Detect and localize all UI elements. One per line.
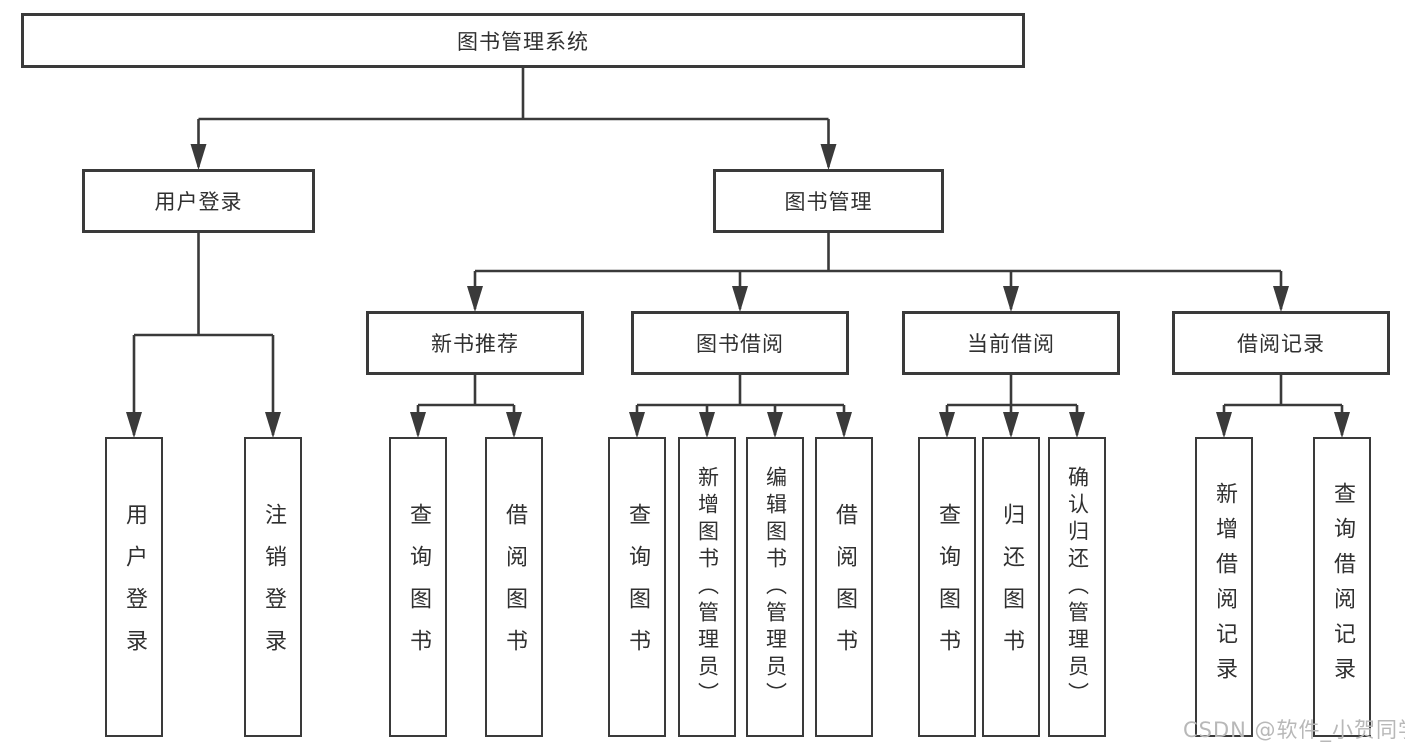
leaf-label: 新增图书（管理员） bbox=[695, 465, 720, 709]
leaf-return-books: 归还图书 bbox=[982, 437, 1040, 737]
leaf-label: 确认归还（管理员） bbox=[1065, 465, 1090, 709]
arrow-book-borrow bbox=[732, 286, 748, 312]
node-label: 借阅记录 bbox=[1237, 332, 1325, 356]
node-label: 新书推荐 bbox=[431, 332, 519, 356]
leaf-query-books-current: 查询图书 bbox=[918, 437, 976, 737]
leaf-label: 新增借阅记录 bbox=[1212, 482, 1237, 692]
node-borrowing-records: 借阅记录 bbox=[1172, 311, 1390, 375]
node-library-management-system: 图书管理系统 bbox=[21, 13, 1025, 68]
leaf-add-borrow-record: 新增借阅记录 bbox=[1195, 437, 1253, 737]
node-label: 图书管理系统 bbox=[457, 29, 589, 54]
leaf-query-borrow-record: 查询借阅记录 bbox=[1313, 437, 1371, 737]
arrow-nb2 bbox=[506, 412, 522, 438]
arrow-cur-borrow bbox=[1003, 286, 1019, 312]
leaf-add-books-admin: 新增图书（管理员） bbox=[678, 437, 736, 737]
arrow-bw1 bbox=[629, 412, 645, 438]
node-book-borrowing: 图书借阅 bbox=[631, 311, 849, 375]
arrowheads bbox=[126, 144, 1350, 438]
arrow-cb2 bbox=[1003, 412, 1019, 438]
leaf-borrow-books: 借阅图书 bbox=[815, 437, 873, 737]
node-book-management-module: 图书管理 bbox=[713, 169, 944, 233]
arrow-rc2 bbox=[1334, 412, 1350, 438]
leaf-edit-books-admin: 编辑图书（管理员） bbox=[746, 437, 804, 737]
node-label: 当前借阅 bbox=[967, 332, 1055, 356]
arrow-nb1 bbox=[410, 412, 426, 438]
arrow-ul1 bbox=[126, 412, 142, 438]
arrow-bw3 bbox=[767, 412, 783, 438]
arrow-new-books bbox=[467, 286, 483, 312]
node-new-book-recommend: 新书推荐 bbox=[366, 311, 584, 375]
leaf-query-books-borrow: 查询图书 bbox=[608, 437, 666, 737]
leaf-query-books-recommend: 查询图书 bbox=[389, 437, 447, 737]
leaf-label: 归还图书 bbox=[999, 503, 1024, 671]
node-user-login-module: 用户登录 bbox=[82, 169, 315, 233]
arrow-cb3 bbox=[1069, 412, 1085, 438]
leaf-label: 查询借阅记录 bbox=[1330, 482, 1355, 692]
node-label: 用户登录 bbox=[154, 190, 243, 214]
leaf-label: 借阅图书 bbox=[502, 503, 527, 671]
node-label: 图书管理 bbox=[784, 190, 873, 214]
leaf-label: 查询图书 bbox=[406, 503, 431, 671]
arrow-bw2 bbox=[699, 412, 715, 438]
node-label: 图书借阅 bbox=[696, 332, 784, 356]
arrow-book-mgmt bbox=[820, 144, 837, 170]
arrow-ul2 bbox=[265, 412, 281, 438]
leaf-label: 借阅图书 bbox=[832, 503, 857, 671]
leaf-user-login: 用户登录 bbox=[105, 437, 163, 737]
leaf-label: 查询图书 bbox=[935, 503, 960, 671]
leaf-label: 注销登录 bbox=[261, 503, 286, 671]
arrow-user-login bbox=[190, 144, 207, 170]
arrow-cb1 bbox=[939, 412, 955, 438]
leaf-confirm-return-admin: 确认归还（管理员） bbox=[1048, 437, 1106, 737]
leaf-label: 用户登录 bbox=[122, 503, 147, 671]
arrow-bw4 bbox=[836, 412, 852, 438]
leaf-logout: 注销登录 bbox=[244, 437, 302, 737]
arrow-rc1 bbox=[1216, 412, 1232, 438]
arrow-records bbox=[1273, 286, 1289, 312]
csdn-watermark: CSDN @软件_小贺同学 bbox=[1183, 718, 1405, 742]
node-current-borrowing: 当前借阅 bbox=[902, 311, 1120, 375]
leaf-borrow-books-recommend: 借阅图书 bbox=[485, 437, 543, 737]
leaf-label: 编辑图书（管理员） bbox=[763, 465, 788, 709]
leaf-label: 查询图书 bbox=[625, 503, 650, 671]
